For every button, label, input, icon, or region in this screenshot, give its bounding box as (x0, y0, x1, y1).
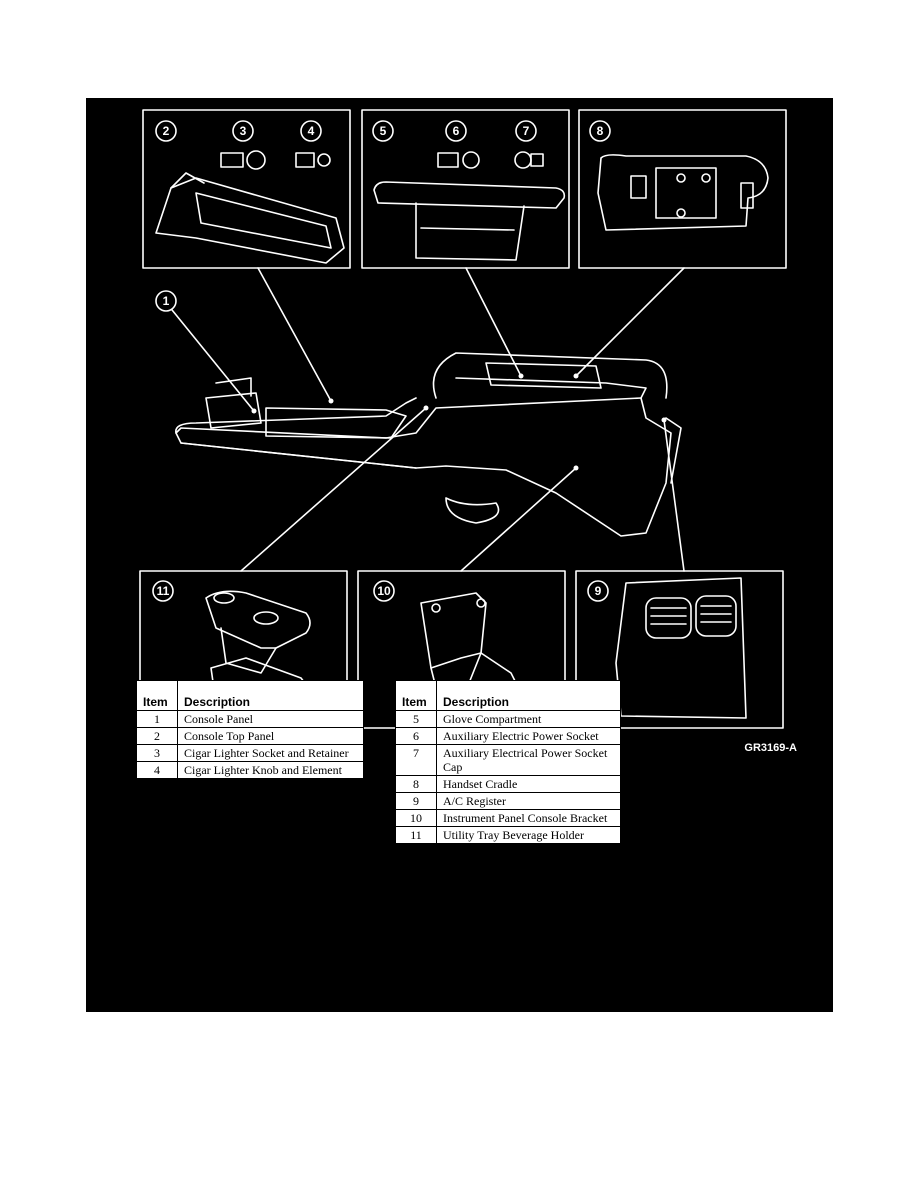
item-number: 8 (395, 775, 437, 793)
item-description: Cigar Lighter Socket and Retainer (177, 744, 364, 762)
callout-circle (445, 120, 467, 142)
column-header-item: Item (395, 680, 437, 711)
column-header-description: Description (436, 680, 621, 711)
item-number: 5 (395, 710, 437, 728)
callout-circle (372, 120, 394, 142)
callout-circle (589, 120, 611, 142)
item-description: Glove Compartment (436, 710, 621, 728)
diagram-artwork: 1 2 3 4 5 6 7 8 9 10 11 (139, 109, 787, 729)
callout-label: 9 (595, 584, 602, 598)
callout-circle (152, 580, 174, 602)
item-number: 6 (395, 727, 437, 745)
callout-circle (155, 120, 177, 142)
leader-line-8 (575, 267, 685, 377)
detail-box-8 (578, 109, 787, 269)
callout-circle (232, 120, 254, 142)
callout-circle (373, 580, 395, 602)
item-number: 11 (395, 826, 437, 844)
callout-label: 2 (163, 124, 170, 138)
column-header-item: Item (136, 680, 178, 711)
callout-label: 6 (453, 124, 460, 138)
item-description: Console Panel (177, 710, 364, 728)
item-description: Cigar Lighter Knob and Element (177, 761, 364, 779)
item-number: 9 (395, 792, 437, 810)
callout-label: 1 (163, 294, 170, 308)
item-number: 10 (395, 809, 437, 827)
leader-line-11 (240, 407, 427, 572)
leader-line-5 (465, 267, 522, 377)
leader-line-9 (663, 419, 685, 572)
callout-label: 4 (308, 124, 315, 138)
callout-label: 8 (597, 124, 604, 138)
leader-line-2 (257, 267, 332, 402)
callout-circle (587, 580, 609, 602)
callout-circle (300, 120, 322, 142)
item-description: Utility Tray Beverage Holder (436, 826, 621, 844)
callout-circle (515, 120, 537, 142)
item-description: Auxiliary Electric Power Socket (436, 727, 621, 745)
item-description: Handset Cradle (436, 775, 621, 793)
item-description: Instrument Panel Console Bracket (436, 809, 621, 827)
leader-line-1 (167, 304, 255, 412)
callout-circle (155, 290, 177, 312)
item-description: A/C Register (436, 792, 621, 810)
item-number: 1 (136, 710, 178, 728)
column-header-description: Description (177, 680, 364, 711)
detail-box-2-3-4 (142, 109, 351, 269)
item-number: 3 (136, 744, 178, 762)
item-description: Auxiliary Electrical Power Socket Cap (436, 744, 621, 776)
callout-label: 10 (377, 584, 391, 598)
callout-label: 5 (380, 124, 387, 138)
detail-box-9 (575, 570, 784, 729)
item-number: 4 (136, 761, 178, 779)
item-description: Console Top Panel (177, 727, 364, 745)
callout-label: 3 (240, 124, 247, 138)
leader-line-10 (460, 467, 577, 572)
item-number: 2 (136, 727, 178, 745)
callout-label: 11 (157, 584, 170, 598)
callout-label: 7 (523, 124, 530, 138)
figure-reference-code: GR3169-A (744, 742, 797, 754)
item-number: 7 (395, 744, 437, 776)
